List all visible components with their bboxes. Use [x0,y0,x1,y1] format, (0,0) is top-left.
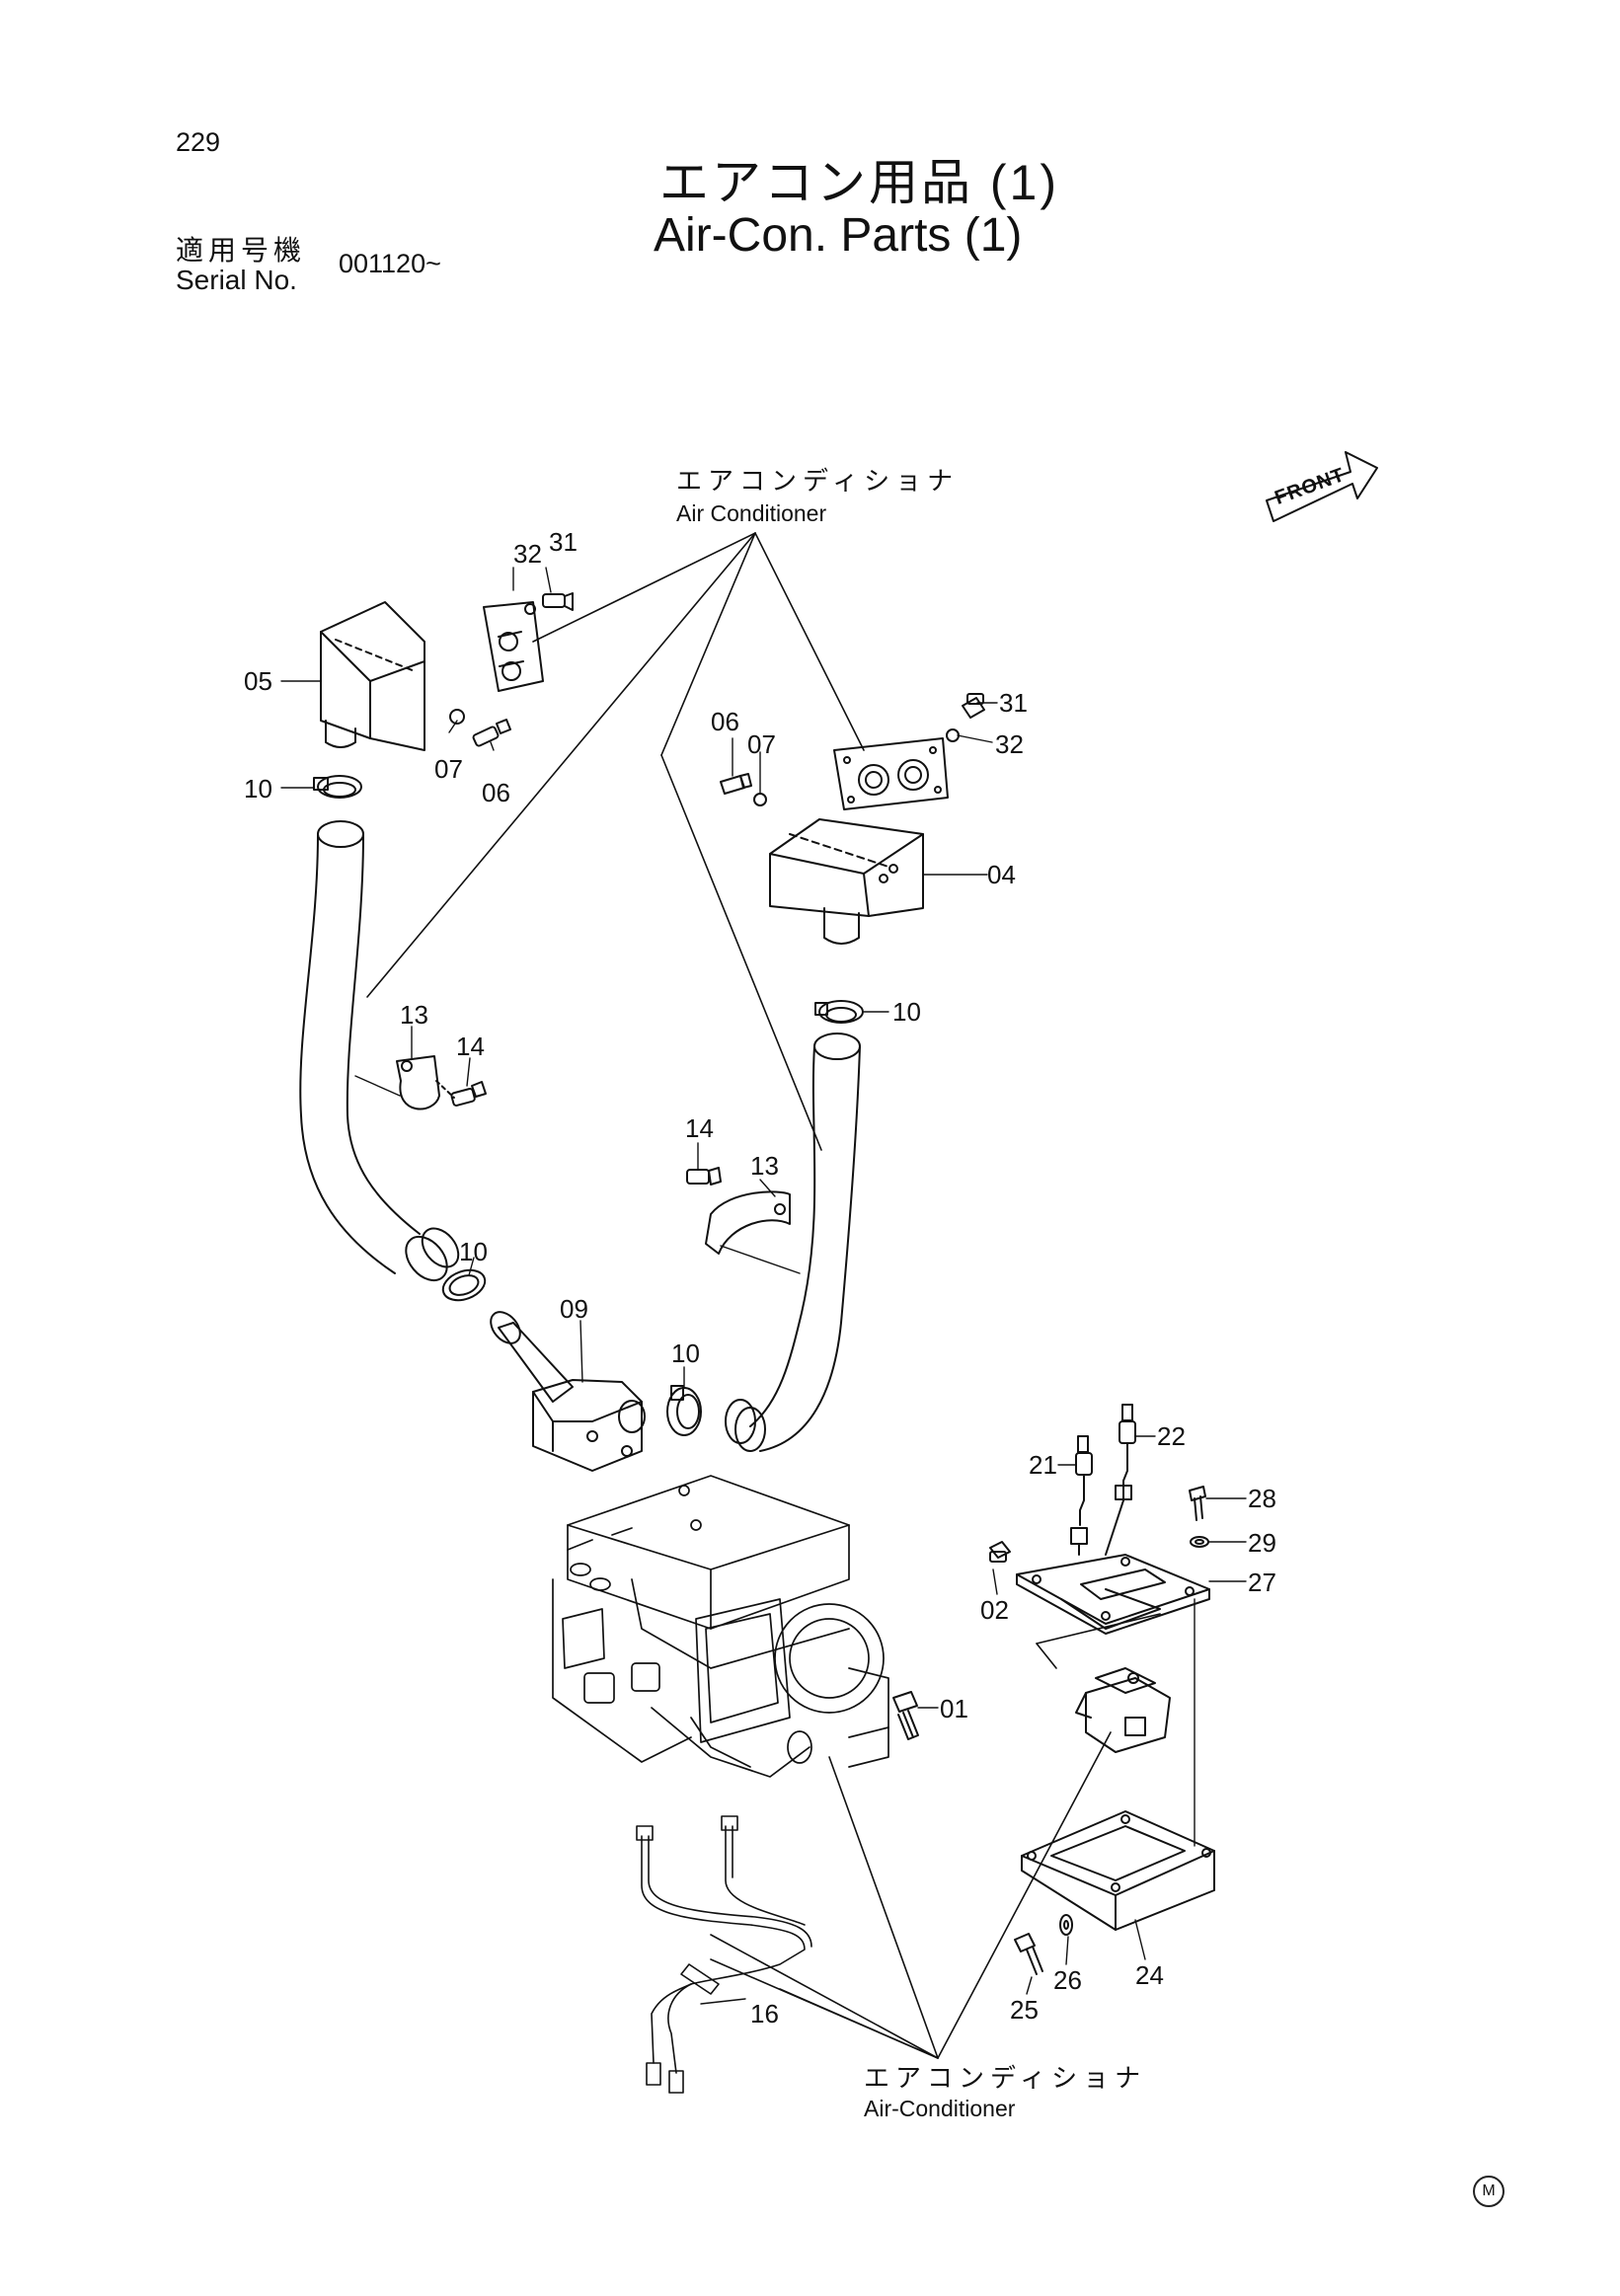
part-number-13: 13 [750,1151,779,1181]
screws-top-left [449,592,574,747]
part-number-32: 32 [513,539,542,569]
part-number-31: 31 [999,688,1028,718]
part-number-25: 25 [1010,1995,1039,2025]
clamp-10-a [313,775,362,799]
part-number-22: 22 [1157,1421,1186,1451]
bottom-callout-leaders [710,1613,1161,2059]
screws-top-right [720,693,985,806]
part-number-10: 10 [459,1237,488,1266]
part-number-10: 10 [671,1339,700,1368]
part-number-13: 13 [400,1000,428,1030]
part-number-29: 29 [1248,1528,1276,1558]
part-number-28: 28 [1248,1484,1276,1513]
bolt-02 [989,1541,1011,1563]
bolt-25 [1014,1933,1043,1975]
part-number-07: 07 [434,754,463,784]
washer-29 [1190,1536,1209,1548]
left-register-plate [483,601,544,692]
part-09-y-piece [490,1311,646,1472]
air-conditioner-callout-top-en: Air Conditioner [676,500,827,526]
right-hose [725,1033,861,1452]
part-number-31: 31 [549,527,578,557]
part-number-04: 04 [987,860,1016,889]
part-24-cover [1021,1598,1215,1931]
part-number-07: 07 [747,729,776,759]
clamp-10-b [814,1000,864,1024]
part-number-21: 21 [1029,1450,1057,1480]
part-number-06: 06 [482,778,510,807]
right-register-plate [833,737,949,810]
part-number-14: 14 [685,1113,714,1143]
part-number-10: 10 [244,774,272,804]
clamp-10-d [666,1385,702,1436]
front-direction-arrow [1266,451,1378,522]
part-16-wire-harness [636,1815,812,2094]
sensor-switch-22 [1105,1404,1136,1556]
sensor-switch-21 [1070,1435,1093,1556]
manufacturer-mark: M [1473,2176,1504,2207]
relay-bracket [1075,1667,1171,1753]
part-number-14: 14 [456,1032,485,1061]
part-number-24: 24 [1135,1960,1164,1990]
air-conditioner-callout-bottom-jp: エアコンディショナ [864,2063,1147,2093]
part-number-16: 16 [750,1999,779,2028]
part-number-05: 05 [244,666,272,696]
part-number-02: 02 [980,1595,1009,1625]
part-number-27: 27 [1248,1568,1276,1597]
bracket-13-right [686,1167,801,1274]
page-number: 229 [176,127,221,157]
page-title-en: Air-Con. Parts (1) [654,209,1023,262]
part-05-duct [320,601,425,751]
part-number-32: 32 [995,729,1024,759]
page-title-jp: エアコン用品 (1) [659,155,1059,210]
part-number-09: 09 [560,1294,588,1324]
bracket-13-left [354,1055,487,1110]
bolt-01 [892,1691,919,1740]
serial-label-en: Serial No. [176,265,297,295]
air-conditioner-callout-bottom-en: Air-Conditioner [864,2096,1016,2121]
part-04-duct [769,818,924,945]
screw-28 [1189,1486,1206,1521]
part-number-leaders [280,567,1247,1995]
serial-value: 001120~ [339,249,441,278]
part-number-26: 26 [1053,1965,1082,1995]
part-27-plate [1016,1554,1210,1635]
part-number-10: 10 [892,997,921,1027]
air-conditioner-callout-top-jp: エアコンディショナ [676,466,960,496]
part-16-leader [700,1998,746,2005]
clamp-10-c [441,1268,487,1302]
part-number-06: 06 [711,707,739,736]
washer-26 [1059,1914,1073,1936]
left-hose [299,820,460,1282]
part-number-01: 01 [940,1694,968,1723]
top-callout-leaders [366,532,865,1151]
air-conditioner-unit [552,1475,889,1778]
serial-label-jp: 適用号機 [176,235,307,266]
